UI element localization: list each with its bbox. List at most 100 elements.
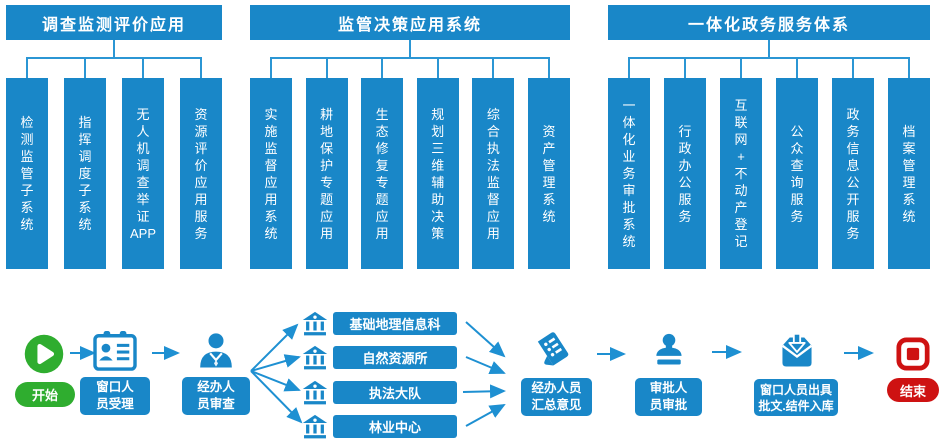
system-box-char: 公 [790,123,804,139]
system-box-char: 助 [431,191,445,207]
system-box-char: 公 [678,174,692,190]
system-box-char: 互 [734,98,748,113]
inbox-download-icon [777,332,817,371]
system-box-char: 价 [194,157,208,173]
department-box: 执法大队 [333,381,457,404]
system-box-char: 网 [734,132,748,147]
system-box: 一体化业务审批系统 [608,57,650,269]
system-box-char: 策 [431,225,445,241]
system-box-char: 无 [136,106,150,122]
system-box-char: 开 [846,191,860,207]
system-box-char: 法 [486,157,500,173]
play-icon [23,333,65,375]
system-box: 耕地保护专题应用 [305,57,348,269]
system-box-char: 产 [542,140,556,156]
department-box: 基础地理信息科 [333,312,457,335]
label-line: 窗口人员出具 [759,382,832,397]
system-box-char: 联 [734,115,748,130]
system-box-char: 用 [320,225,334,241]
system-box-char: 态 [375,123,389,139]
label-line: 审批人 [649,381,688,395]
system-box-char: 统 [20,217,34,232]
label-line: 员受理 [96,397,134,411]
system-box-char: 服 [194,208,208,224]
system-box-char: 划 [431,123,445,139]
system-box-char: 生 [375,106,389,122]
system-box: 综合执法监督应用 [472,57,515,269]
flow-step-label-approver-approval: 审批人员审批 [635,378,702,416]
system-box-char: 记 [734,234,748,249]
system-box-char: 动 [734,183,748,198]
system-box: 规划三维辅助决策 [416,57,459,269]
system-box-char: 决 [431,208,445,224]
stamp-icon [651,332,687,369]
connector-line [271,57,549,59]
system-box-char: 公 [846,174,860,190]
system-box-char: 务 [194,225,208,241]
org-group-2: 监管决策应用系统实施监督应用系统耕地保护专题应用生态修复专题应用规划三维辅助决策… [250,5,570,269]
flow-step-label-window-issue: 窗口人员出具批文.结件入库 [754,379,838,416]
system-box-char: 务 [846,123,860,139]
system-box-char: 统 [264,225,278,241]
flow-step-label-handler-review: 经办人员审查 [182,377,250,415]
department-box: 自然资源所 [333,346,457,369]
connector-stub [768,40,770,57]
system-box: 检测监管子系统 [6,57,48,269]
system-box-char: 修 [375,140,389,156]
system-box-char: 专 [375,174,389,190]
system-box-char: 行 [678,123,692,139]
system-box-char: 管 [20,166,34,181]
system-box-char: 应 [486,208,500,224]
department-box: 林业中心 [333,415,457,438]
system-box-char: 资 [194,106,208,122]
system-box-char: 用 [194,191,208,207]
system-box-char: 一 [622,98,636,113]
system-box-char: + [737,149,745,164]
label-line: 批文.结件入库 [758,398,834,413]
connector-stub [409,40,411,57]
system-box-char: 务 [846,225,860,241]
system-box-char: 实 [264,106,278,122]
system-box-char: 机 [136,140,150,156]
connector-stub [113,40,115,57]
label-line: 汇总意见 [531,398,582,412]
system-box-char: 用 [264,191,278,207]
system-box-char: 度 [78,166,92,181]
system-box-char: 辅 [431,174,445,190]
system-box-char: 统 [542,208,556,224]
bank-icon [302,345,328,371]
label-line: 员审查 [197,397,235,411]
system-box-char: 资 [542,123,556,139]
system-box-char: 体 [622,115,636,130]
group-title: 一体化政务服务体系 [608,5,930,40]
flow-step-label-handler-summary: 经办人员汇总意见 [521,378,592,416]
system-box: 互联网+不动产登记 [720,57,762,269]
system-box: 生态修复专题应用 [361,57,404,269]
system-box-char: 施 [264,123,278,139]
system-box-char: 服 [790,191,804,207]
system-box-char: 综 [486,106,500,122]
system-box-char: 题 [320,191,334,207]
group-children: 实施监督应用系统耕地保护专题应用生态修复专题应用规划三维辅助决策综合执法监督应用… [250,57,570,269]
system-box-char: 检 [20,115,34,130]
system-box-char: 审 [622,183,636,198]
system-box-char: 统 [902,208,916,224]
system-box-char: 系 [20,200,34,215]
system-box-char: 地 [320,123,334,139]
system-box-char: 系 [902,191,916,207]
system-box-char: 档 [902,123,916,139]
system-box-char: 应 [375,208,389,224]
system-box-char: 案 [902,140,916,156]
system-box-char: 督 [486,191,500,207]
system-box-char: 系 [78,200,92,215]
system-box-char: 询 [790,174,804,190]
system-box-char: 挥 [78,132,92,147]
system-box-char: 理 [542,174,556,190]
system-box-char: 调 [78,149,92,164]
system-box-char: 查 [790,157,804,173]
system-box-char: 化 [622,132,636,147]
system-box-char: 监 [264,140,278,156]
system-box-char: 评 [194,140,208,156]
system-box-char: 题 [375,191,389,207]
